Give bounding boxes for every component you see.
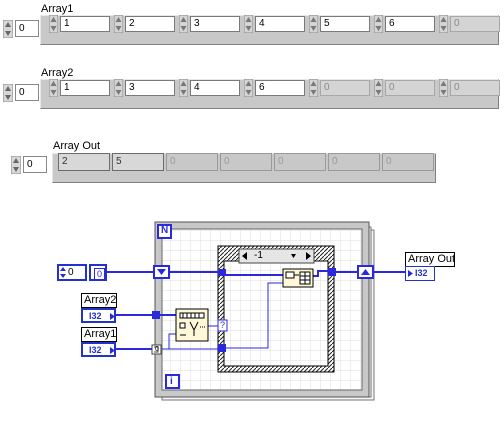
array2-element-value[interactable]: 0 <box>450 80 500 96</box>
array-out-element: 0 <box>328 153 380 171</box>
array2-loop-tunnel <box>152 311 160 319</box>
index-array-function[interactable] <box>282 268 314 288</box>
array2-element[interactable]: 3 <box>114 79 176 97</box>
shift-register-right[interactable] <box>357 265 374 279</box>
spinner-icon[interactable] <box>114 15 123 33</box>
input-arrow-icon <box>408 270 413 277</box>
dropdown-arrow-icon <box>291 254 296 258</box>
array1-terminal[interactable]: I32 <box>81 342 116 357</box>
array1-element[interactable]: 3 <box>179 15 241 33</box>
case-input-tunnel <box>218 269 226 276</box>
shift-register-left[interactable] <box>153 265 170 279</box>
decrement-arrow-icon <box>242 252 247 260</box>
array2-element-value[interactable]: 0 <box>385 80 435 96</box>
case-selector[interactable] <box>238 248 315 264</box>
array1-element-value[interactable]: 2 <box>125 16 175 32</box>
spinner-icon[interactable] <box>60 267 66 278</box>
search-start-constant: 0 <box>155 346 159 353</box>
array1-element-value[interactable]: 1 <box>60 16 110 32</box>
array-out-element: 0 <box>274 153 326 171</box>
array-out-label: Array Out <box>53 140 101 152</box>
array2-terminal-label: Array2 <box>81 293 117 308</box>
array1-element-value[interactable]: 0 <box>450 16 500 32</box>
output-arrow-icon <box>110 313 115 320</box>
increment-arrow-icon <box>306 252 311 260</box>
loop-count-terminal[interactable] <box>157 224 172 239</box>
i-label: i <box>170 376 173 387</box>
spinner-icon[interactable] <box>114 79 123 97</box>
array1-label: Array1 <box>41 3 74 15</box>
array2-element[interactable]: 1 <box>49 79 111 97</box>
case-selector-value[interactable]: -1 <box>254 250 263 261</box>
spinner-icon[interactable] <box>3 84 13 102</box>
array2-terminal[interactable]: I32 <box>81 308 116 323</box>
array2-element[interactable]: 0 <box>374 79 436 97</box>
array2-index-control[interactable]: 0 <box>3 82 43 104</box>
array2-element[interactable]: 6 <box>244 79 306 97</box>
index-brackets-icon <box>154 346 159 353</box>
array1-element[interactable]: 6 <box>374 15 436 33</box>
array-constant[interactable]: 0 <box>89 264 107 281</box>
spinner-icon[interactable] <box>49 15 58 33</box>
scalar-wires <box>162 282 283 350</box>
array1-auto-index-tunnel <box>151 344 162 355</box>
spinner-icon[interactable] <box>439 79 448 97</box>
array2-element-value[interactable]: 1 <box>60 80 110 96</box>
array1-element[interactable]: 5 <box>309 15 371 33</box>
spinner-icon[interactable] <box>179 15 188 33</box>
question-mark: ? <box>220 320 226 330</box>
search-output-terminal <box>217 319 228 332</box>
spinner-icon[interactable] <box>374 79 383 97</box>
array-out-element: 0 <box>220 153 272 171</box>
numeric-constant[interactable]: 0 <box>57 264 87 281</box>
n-label: N <box>161 225 169 236</box>
array2-index-value[interactable]: 0 <box>15 84 39 101</box>
array1-terminal-label: Array1 <box>81 327 117 342</box>
output-arrow-icon <box>110 347 115 354</box>
spinner-icon[interactable] <box>244 15 253 33</box>
array1-element[interactable]: 0 <box>439 15 501 33</box>
array1-element-value[interactable]: 4 <box>255 16 305 32</box>
array1-element[interactable]: 2 <box>114 15 176 33</box>
array2-element-value[interactable]: 3 <box>125 80 175 96</box>
case-output-tunnel <box>328 268 336 276</box>
array-out-element: 0 <box>382 153 434 171</box>
spinner-icon[interactable] <box>3 20 13 38</box>
spinner-icon[interactable] <box>179 79 188 97</box>
array-out-index-control[interactable]: 0 <box>11 154 51 176</box>
array2-element-value[interactable]: 0 <box>320 80 370 96</box>
spinner-icon[interactable] <box>49 79 58 97</box>
array1-element[interactable]: 1 <box>49 15 111 33</box>
array-out-element: 2 <box>58 153 110 171</box>
array1-element-value[interactable]: 6 <box>385 16 435 32</box>
array2-element[interactable]: 0 <box>309 79 371 97</box>
case-structure[interactable] <box>217 245 335 373</box>
array1-element[interactable]: 4 <box>244 15 306 33</box>
case-selector-tunnel <box>218 344 226 352</box>
array1-element-value[interactable]: 3 <box>190 16 240 32</box>
array1-index-control[interactable]: 0 <box>3 18 43 40</box>
array-out-terminal-label: Array Out <box>405 252 455 267</box>
spinner-icon[interactable] <box>374 15 383 33</box>
array-out-terminal[interactable]: I32 <box>405 266 435 281</box>
spinner-icon[interactable] <box>11 156 21 174</box>
array2-element[interactable]: 0 <box>439 79 501 97</box>
array2-label: Array2 <box>41 67 74 79</box>
spinner-icon[interactable] <box>309 79 318 97</box>
array2-element-value[interactable]: 4 <box>190 80 240 96</box>
array1-element-value[interactable]: 5 <box>320 16 370 32</box>
spinner-icon[interactable] <box>439 15 448 33</box>
array2-element[interactable]: 4 <box>179 79 241 97</box>
wires <box>107 270 405 350</box>
array-out-element: 0 <box>166 153 218 171</box>
array2-element-value[interactable]: 6 <box>255 80 305 96</box>
array1-index-value[interactable]: 0 <box>15 20 39 37</box>
search-1d-array-function[interactable] <box>175 308 209 342</box>
spinner-icon[interactable] <box>309 15 318 33</box>
loop-iteration-terminal <box>165 374 180 389</box>
array-out-element: 5 <box>112 153 164 171</box>
array-out-index-value[interactable]: 0 <box>23 156 47 173</box>
spinner-icon[interactable] <box>244 79 253 97</box>
